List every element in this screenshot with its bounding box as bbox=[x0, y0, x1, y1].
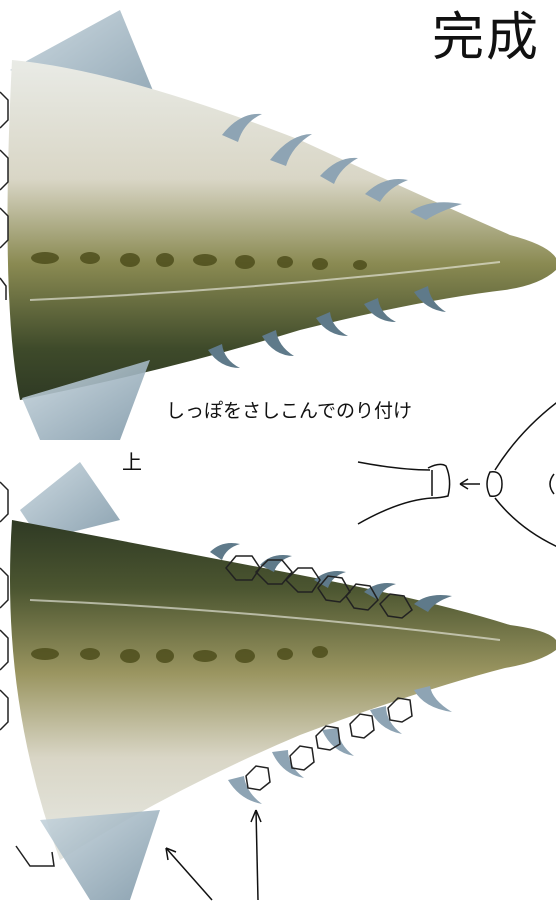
fish-tail-lower-icon bbox=[10, 462, 556, 900]
fish-tail-upper-icon bbox=[8, 10, 556, 440]
lower-fin-bottom bbox=[40, 810, 160, 900]
bottom-arrows bbox=[166, 810, 261, 900]
page-title: 完成 bbox=[432, 2, 540, 74]
instruction-text: しっぽをさしこんでのり付け bbox=[166, 396, 412, 423]
up-label: 上 bbox=[122, 446, 142, 475]
lower-fish-body bbox=[10, 520, 556, 860]
